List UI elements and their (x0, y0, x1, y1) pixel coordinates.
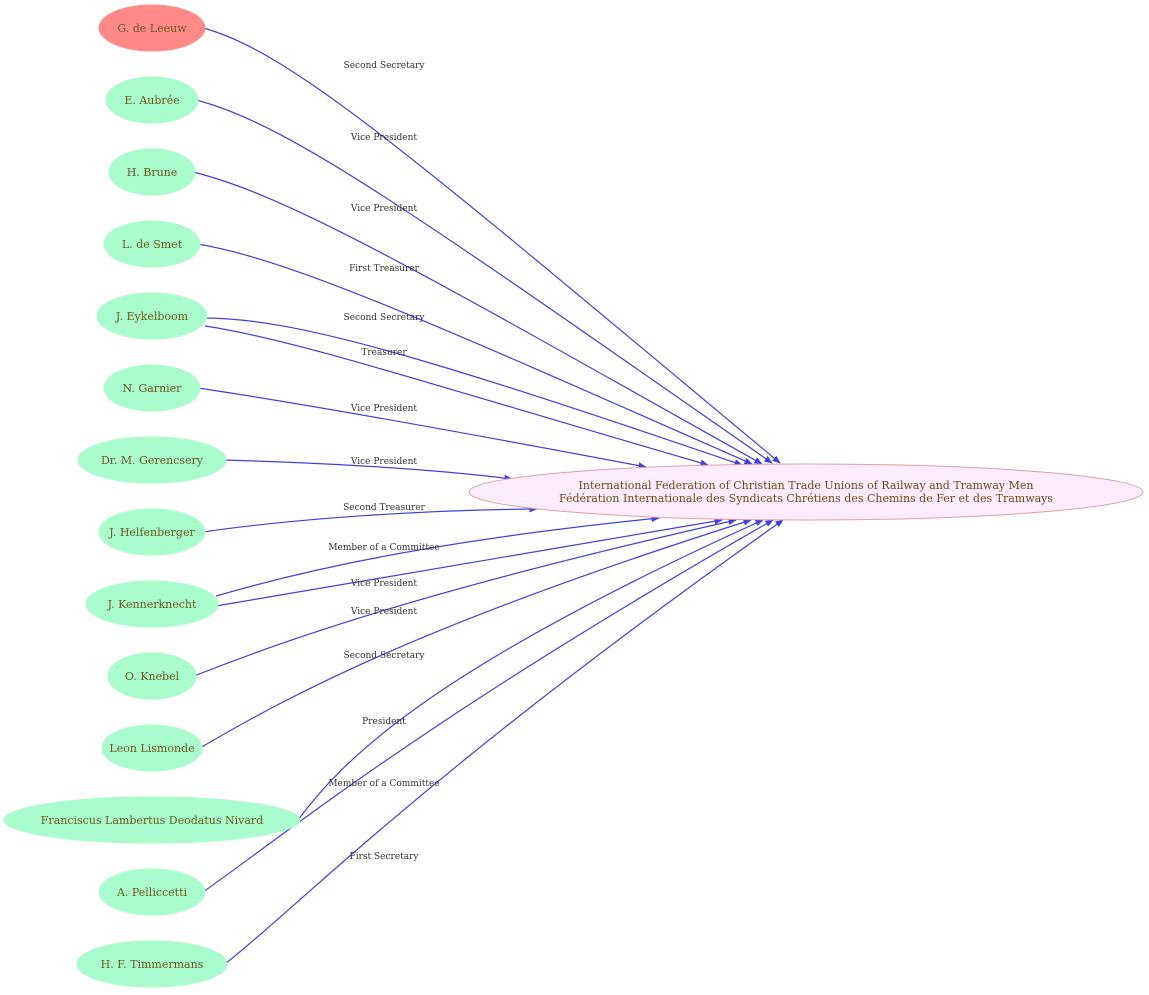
person-node[interactable]: L. de Smet (103, 220, 201, 268)
person-name: H. Brune (127, 166, 178, 179)
person-ellipse (96, 292, 208, 340)
edge: Member of a Committee (202, 519, 774, 893)
person-name: J. Kennerknecht (107, 598, 197, 611)
edge: First Secretary (224, 519, 784, 965)
person-node[interactable]: Dr. M. Gerencsery (77, 436, 227, 484)
person-node[interactable]: H. F. Timmermans (76, 940, 228, 988)
edge-label: President (362, 717, 406, 727)
person-ellipse (103, 220, 201, 268)
person-node[interactable]: H. Brune (108, 148, 196, 196)
edge-label: First Treasurer (349, 264, 420, 274)
edge-arrow (202, 27, 781, 464)
person-ellipse (98, 508, 206, 556)
person-name: H. F. Timmermans (101, 958, 204, 971)
person-name: E. Aubrée (124, 94, 179, 107)
edge-label: Vice President (350, 404, 418, 414)
edge-label: Treasurer (361, 348, 407, 358)
edge: Vice President (192, 171, 763, 465)
edge-arrow (197, 243, 753, 465)
edge-arrow (199, 519, 752, 749)
edge-label: Second Treasurer (343, 503, 425, 513)
edge: Treasurer (204, 325, 709, 467)
person-ellipse (101, 724, 203, 772)
edge-arrow (224, 519, 784, 965)
edge-label: Vice President (350, 607, 418, 617)
person-ellipse (105, 76, 199, 124)
person-name: O. Knebel (125, 670, 180, 683)
edge-label: Vice President (350, 579, 418, 589)
edge: President (297, 519, 764, 821)
person-ellipse (107, 652, 197, 700)
person-ellipse (108, 148, 196, 196)
edge-arrow (202, 505, 538, 533)
edge-arrow (204, 317, 743, 466)
person-ellipse (3, 796, 301, 844)
edge: Second Secretary (202, 27, 781, 464)
person-ellipse (77, 436, 227, 484)
edge-arrow (215, 517, 723, 607)
person-node[interactable]: E. Aubrée (105, 76, 199, 124)
person-name: A. Pelliccetti (116, 886, 188, 899)
edge-label: First Secretary (349, 852, 419, 862)
person-name: G. de Leeuw (117, 22, 187, 35)
person-ellipse (85, 580, 219, 628)
person-ellipse (76, 940, 228, 988)
edge: Second Treasurer (202, 503, 538, 533)
person-name: Leon Lismonde (109, 742, 194, 755)
edge-arrow (223, 459, 513, 482)
edge-arrow (195, 99, 773, 464)
edge: Second Secretary (199, 519, 752, 749)
person-node[interactable]: J. Helfenberger (98, 508, 206, 556)
edge-label: Member of a Committee (328, 779, 439, 789)
person-node[interactable]: A. Pelliccetti (98, 868, 206, 916)
edge-label: Vice President (350, 457, 418, 467)
federation-name-en: International Federation of Christian Tr… (579, 479, 1034, 492)
edge: Vice President (193, 518, 737, 677)
person-node[interactable]: N. Garnier (103, 364, 201, 412)
person-name: Franciscus Lambertus Deodatus Nivard (41, 814, 263, 827)
edge-arrow (193, 518, 737, 677)
edge-arrow (297, 519, 764, 821)
federation-name-fr: Fédération Internationale des Syndicats … (559, 492, 1053, 505)
federation-node[interactable]: International Federation of Christian Tr… (468, 463, 1144, 521)
edge-label: Second Secretary (344, 651, 426, 661)
edge-arrow (204, 325, 709, 467)
edge: Second Secretary (204, 313, 743, 466)
person-ellipse (103, 364, 201, 412)
edge-label: Member of a Committee (328, 543, 439, 553)
federation-ellipse (468, 463, 1144, 521)
edge-arrow (202, 519, 774, 893)
edge-label: Second Secretary (344, 61, 426, 71)
person-name: Dr. M. Gerencsery (101, 454, 204, 467)
edge-arrow (215, 515, 660, 597)
person-name: J. Helfenberger (108, 526, 195, 539)
person-node[interactable]: Leon Lismonde (101, 724, 203, 772)
edge: First Treasurer (197, 243, 753, 465)
person-name: N. Garnier (123, 382, 183, 395)
edge: Vice President (197, 387, 647, 469)
highlighted-person-ellipse (98, 4, 206, 52)
person-node[interactable]: O. Knebel (107, 652, 197, 700)
person-node[interactable]: J. Kennerknecht (85, 580, 219, 628)
nodes-layer: G. de Leeuw E. Aubrée H. Brune L. de SmetJ.… (3, 4, 1144, 988)
edge: Vice President (223, 457, 513, 482)
person-ellipse (98, 868, 206, 916)
edge-label: Second Secretary (344, 313, 426, 323)
edge: Vice President (195, 99, 773, 464)
person-node[interactable]: Franciscus Lambertus Deodatus Nivard (3, 796, 301, 844)
edge: Member of a Committee (215, 515, 660, 597)
edge-arrow (192, 171, 763, 465)
edge: Vice President (215, 517, 723, 607)
edge-label: Vice President (350, 133, 418, 143)
person-name: J. Eykelboom (115, 310, 189, 323)
person-node[interactable]: G. de Leeuw (98, 4, 206, 52)
edge-label: Vice President (350, 204, 418, 214)
edge-arrow (197, 387, 647, 469)
person-node[interactable]: J. Eykelboom (96, 292, 208, 340)
person-name: L. de Smet (122, 238, 183, 251)
